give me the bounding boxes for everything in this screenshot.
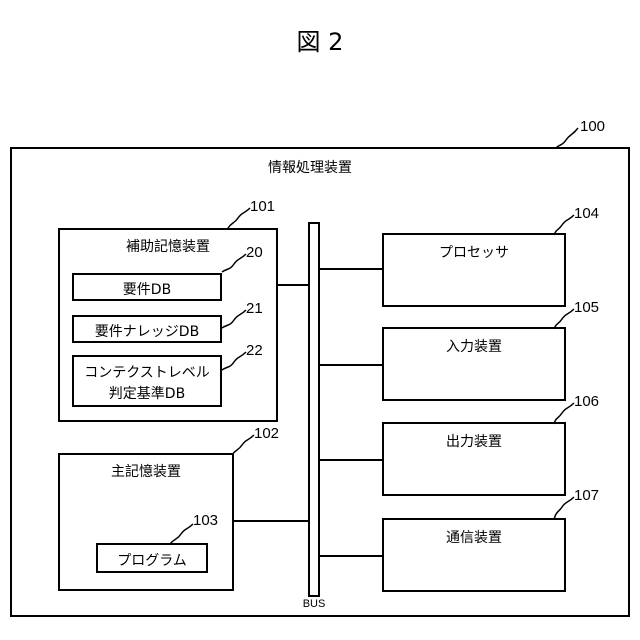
leader-107 [554,497,574,520]
leader-100 [556,128,578,148]
leader-20 [222,254,246,272]
leader-103 [170,524,193,544]
leader-106 [554,403,574,424]
leader-101 [228,208,250,228]
leader-105 [554,309,574,329]
leader-102 [232,435,254,455]
leader-21 [222,310,246,328]
leader-22 [222,352,246,370]
leader-104 [554,215,574,235]
